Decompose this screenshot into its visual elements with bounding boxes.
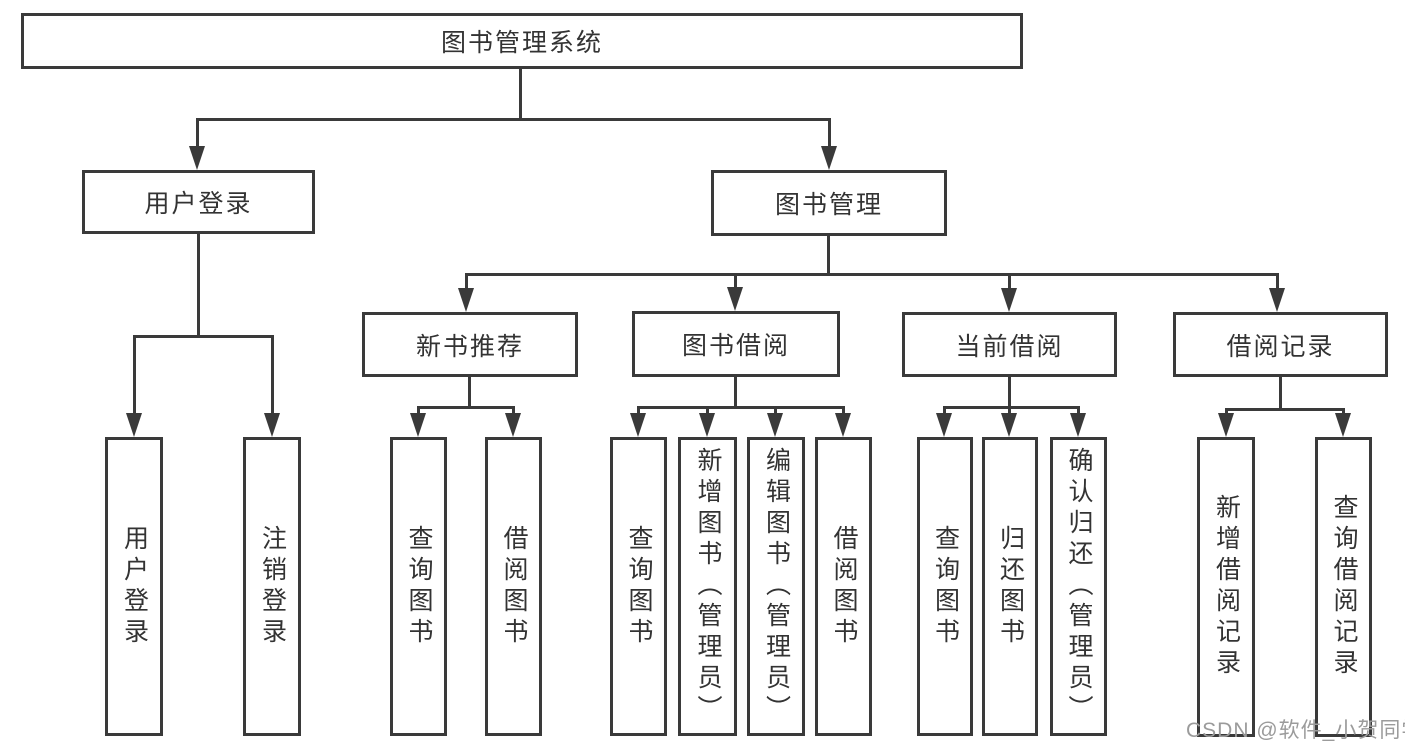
- leaf-edit-book-admin-label: 编辑图书（管理员）: [762, 447, 791, 726]
- connector-line: [827, 236, 830, 273]
- leaf-add-book-admin-label: 新增图书（管理员）: [694, 447, 722, 726]
- arrow-down-icon: [630, 413, 646, 437]
- connector-line: [417, 406, 420, 416]
- node-current-borrow: 当前借阅: [902, 312, 1117, 377]
- connector-line: [637, 406, 845, 409]
- leaf-query-borrow-record: 查询借阅记录: [1315, 437, 1372, 737]
- arrow-down-icon: [126, 413, 142, 437]
- node-book-borrow: 图书借阅: [632, 311, 840, 377]
- connector-line: [1008, 377, 1011, 407]
- connector-line: [706, 406, 709, 416]
- connector-line: [197, 234, 200, 335]
- node-borrow-record-label: 借阅记录: [1226, 332, 1335, 361]
- connector-line: [734, 377, 737, 407]
- connector-line: [271, 335, 274, 415]
- leaf-add-borrow-record-label: 新增借阅记录: [1212, 494, 1241, 680]
- connector-line: [1008, 273, 1011, 291]
- connector-line: [133, 335, 274, 338]
- leaf-borrow-book-recommend: 借阅图书: [485, 437, 542, 736]
- connector-line: [943, 406, 1080, 409]
- arrow-down-icon: [699, 413, 715, 437]
- arrow-down-icon: [189, 146, 205, 170]
- arrow-down-icon: [505, 413, 521, 437]
- node-user-login: 用户登录: [82, 170, 315, 234]
- leaf-borrow-book: 借阅图书: [815, 437, 872, 736]
- leaf-borrow-book-label: 借阅图书: [830, 524, 858, 649]
- node-user-login-label: 用户登录: [144, 190, 253, 218]
- leaf-borrow-book-recommend-label: 借阅图书: [500, 524, 528, 649]
- arrow-down-icon: [727, 287, 743, 311]
- connector-line: [828, 118, 831, 148]
- leaf-query-book-recommend: 查询图书: [390, 437, 447, 736]
- connector-line: [734, 273, 737, 291]
- arrow-down-icon: [264, 413, 280, 437]
- node-book-management: 图书管理: [711, 170, 947, 236]
- arrow-down-icon: [936, 413, 952, 437]
- connector-line: [133, 335, 136, 415]
- leaf-add-book-admin: 新增图书（管理员）: [678, 437, 737, 736]
- arrow-down-icon: [821, 146, 837, 170]
- leaf-logout: 注销登录: [243, 437, 301, 736]
- node-borrow-record: 借阅记录: [1173, 312, 1388, 377]
- connector-line: [1225, 408, 1228, 416]
- arrow-down-icon: [1001, 288, 1017, 312]
- leaf-query-borrow-record-label: 查询借阅记录: [1330, 494, 1358, 680]
- arrow-down-icon: [1269, 288, 1285, 312]
- arrow-down-icon: [1218, 413, 1234, 437]
- watermark: CSDN @软件_小贺同学: [1186, 719, 1405, 742]
- leaf-return-book: 归还图书: [982, 437, 1038, 736]
- leaf-query-book-borrow: 查询图书: [610, 437, 667, 736]
- connector-line: [512, 406, 515, 416]
- connector-line: [1008, 406, 1011, 416]
- connector-line: [465, 273, 1279, 276]
- node-new-book-recommend: 新书推荐: [362, 312, 578, 377]
- node-root-label: 图书管理系统: [440, 29, 603, 57]
- connector-line: [1225, 408, 1345, 411]
- leaf-query-book-borrow-label: 查询图书: [625, 524, 653, 649]
- connector-line: [1077, 406, 1080, 416]
- leaf-user-login: 用户登录: [105, 437, 163, 736]
- leaf-logout-label: 注销登录: [258, 524, 287, 649]
- leaf-query-book-recommend-label: 查询图书: [405, 524, 433, 649]
- connector-line: [468, 377, 471, 407]
- node-book-management-label: 图书管理: [774, 191, 883, 219]
- connector-line: [774, 406, 777, 416]
- leaf-confirm-return-admin: 确认归还（管理员）: [1050, 437, 1107, 736]
- connector-line: [943, 406, 946, 416]
- arrow-down-icon: [835, 413, 851, 437]
- connector-line: [842, 406, 845, 416]
- connector-line: [465, 273, 468, 291]
- leaf-add-borrow-record: 新增借阅记录: [1197, 437, 1255, 737]
- leaf-confirm-return-admin-label: 确认归还（管理员）: [1065, 447, 1093, 726]
- arrow-down-icon: [1335, 413, 1351, 437]
- arrow-down-icon: [1070, 413, 1086, 437]
- node-root: 图书管理系统: [21, 13, 1023, 69]
- leaf-user-login-label: 用户登录: [120, 524, 149, 649]
- node-book-borrow-label: 图书借阅: [681, 332, 790, 360]
- connector-line: [196, 118, 199, 148]
- node-new-book-recommend-label: 新书推荐: [415, 332, 524, 361]
- connector-line: [1276, 273, 1279, 291]
- leaf-query-book-current: 查询图书: [917, 437, 973, 736]
- leaf-query-book-current-label: 查询图书: [931, 524, 960, 649]
- connector-line: [519, 68, 522, 118]
- connector-line: [1342, 408, 1345, 416]
- arrow-down-icon: [410, 413, 426, 437]
- connector-line: [417, 406, 515, 409]
- arrow-down-icon: [1001, 413, 1017, 437]
- arrow-down-icon: [458, 288, 474, 312]
- connector-line: [1279, 377, 1282, 409]
- leaf-edit-book-admin: 编辑图书（管理员）: [747, 437, 805, 736]
- leaf-return-book-label: 归还图书: [996, 524, 1025, 649]
- arrow-down-icon: [767, 413, 783, 437]
- connector-line: [196, 118, 831, 121]
- connector-line: [637, 406, 640, 416]
- node-current-borrow-label: 当前借阅: [955, 332, 1064, 361]
